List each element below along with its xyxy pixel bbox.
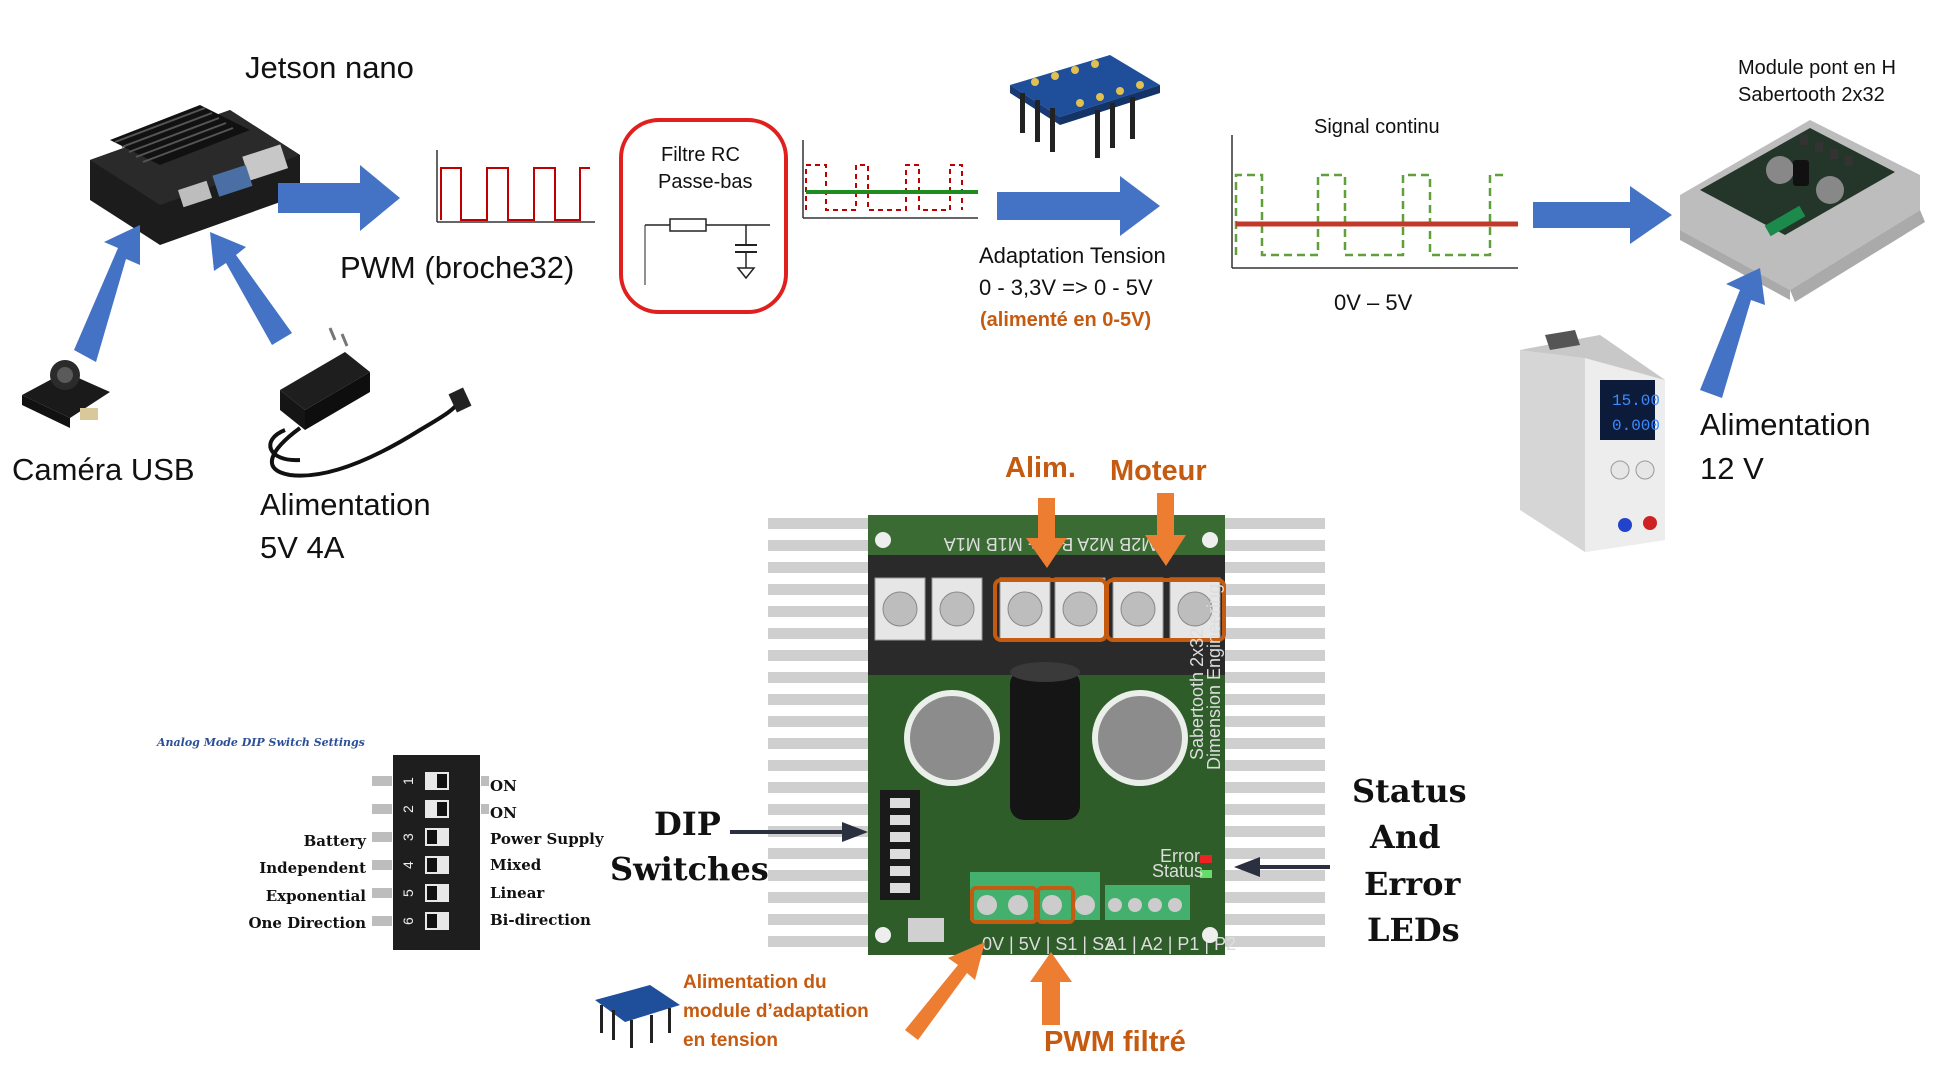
dip-switches-label-line1: DIP	[654, 805, 721, 843]
dip-number-3: 3	[400, 833, 416, 841]
dip-number-4: 4	[400, 861, 416, 869]
dip-right-4: Mixed	[490, 856, 542, 874]
arrow-pwm-filtered	[1030, 952, 1072, 1025]
dip-settings-title: Analog Mode DIP Switch Settings	[156, 736, 365, 749]
dip-number-1: 1	[400, 777, 416, 785]
board-status-label: Status	[1152, 861, 1203, 881]
jetson-nano-image	[90, 105, 300, 245]
module-label-line1: Module pont en H	[1738, 57, 1896, 80]
dip-left-3: Battery	[304, 832, 368, 850]
status-label-line1: Status	[1352, 772, 1467, 810]
adapt-power-label-line1: Alimentation du	[683, 972, 827, 994]
camera-label: Caméra USB	[12, 452, 195, 488]
signal-range: 0V – 5V	[1334, 290, 1412, 316]
arrow-psu5-to-jetson	[210, 232, 292, 345]
psu5-label-line2: 5V 4A	[260, 530, 344, 566]
dip-left-4: Independent	[259, 859, 366, 877]
arrow-signal-to-sabertooth	[1533, 186, 1672, 244]
dip-right-1: ON	[490, 777, 517, 795]
dip-right-3: Power Supply	[490, 830, 605, 848]
adapt-label-line3: (alimenté en 0-5V)	[980, 309, 1151, 332]
arrow-adapt-power	[905, 942, 985, 1040]
jetson-label: Jetson nano	[245, 50, 414, 86]
filter-label-line2: Passe-bas	[658, 171, 753, 194]
moteur-label: Moteur	[1110, 455, 1207, 488]
pwm-signal-graph	[437, 150, 595, 222]
alim-label: Alim.	[1005, 452, 1076, 485]
dip-right-2: ON	[490, 804, 517, 822]
psu12-label-line1: Alimentation	[1700, 407, 1871, 443]
board-brand-sub: Dimension Engineering	[1204, 584, 1224, 770]
module-label-line2: Sabertooth 2x32	[1738, 84, 1885, 107]
level-shifter-small-image	[595, 985, 680, 1048]
dip-number-5: 5	[400, 889, 416, 897]
status-label-line4: LEDs	[1367, 911, 1460, 949]
adapt-label-line1: Adaptation Tension	[979, 243, 1166, 269]
adapt-power-label-line3: en tension	[683, 1030, 778, 1052]
filter-label-line1: Filtre RC	[661, 144, 740, 167]
bench-psu-image: 15.00 0.000	[1520, 330, 1665, 552]
psu5-label-line1: Alimentation	[260, 487, 431, 523]
dip-right-6: Bi-direction	[490, 911, 591, 929]
arrow-dip-switches	[730, 822, 868, 842]
level-shifter-image	[1010, 55, 1160, 158]
dip-left-5: Exponential	[266, 887, 367, 905]
pwm-label: PWM (broche32)	[340, 250, 574, 286]
arrow-camera-to-jetson	[74, 225, 140, 362]
dip-number-6: 6	[400, 917, 416, 925]
continuous-signal-graph	[1232, 135, 1518, 268]
dip-right-5: Linear	[490, 884, 545, 902]
status-label-line3: Error	[1364, 865, 1460, 903]
board-bottom-terminal-labels: 0V | 5V | S1 | S2	[982, 934, 1114, 954]
filtered-signal-graph	[803, 140, 978, 218]
psu-current-readout: 0.000	[1612, 417, 1660, 435]
adapt-power-label-line2: module d’adaptation	[683, 1001, 869, 1023]
dip-switch-settings-inset: Analog Mode DIP Switch Settings 1 2 3 4 …	[156, 736, 605, 950]
power-adapter-5v-image	[270, 328, 471, 476]
psu12-label-line2: 12 V	[1700, 451, 1764, 487]
dip-left-6: One Direction	[248, 914, 366, 932]
usb-camera-image	[22, 360, 110, 428]
pwm-filtered-label: PWM filtré	[1044, 1026, 1186, 1059]
signal-title: Signal continu	[1314, 116, 1440, 139]
sabertooth-board-image: M2B M2A B- B+ M1B M1A 0V | 5V | S1 | S2 …	[768, 515, 1325, 955]
status-label-line2: And	[1370, 818, 1440, 856]
arrow-filter-to-adaptation	[997, 176, 1160, 236]
dip-switches-label-line2: Switches	[610, 850, 769, 888]
arrow-psu12-to-sabertooth	[1700, 268, 1765, 398]
dip-number-2: 2	[400, 805, 416, 813]
psu-voltage-readout: 15.00	[1612, 392, 1660, 410]
adapt-label-line2: 0 - 3,3V => 0 - 5V	[979, 275, 1153, 301]
sabertooth-module-image	[1680, 120, 1925, 302]
